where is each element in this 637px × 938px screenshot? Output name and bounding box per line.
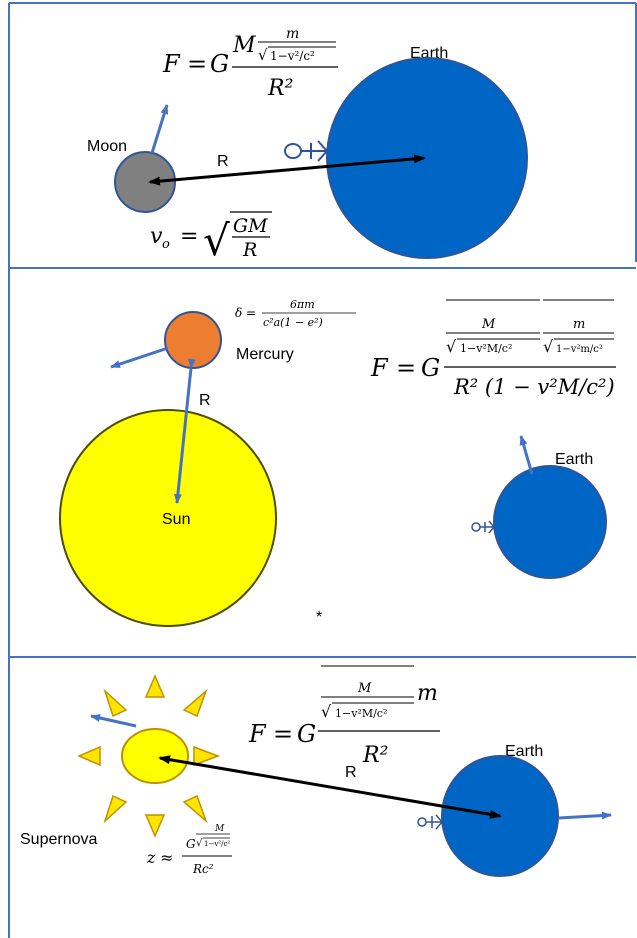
formula3-den: R²	[362, 743, 388, 768]
panel-frame	[8, 2, 637, 938]
supernova-label: Supernova	[20, 831, 97, 848]
formula3-root-body: 1−v²M/c²	[335, 707, 387, 720]
formula2-root-m: √	[543, 337, 554, 356]
delta-num: 6πm	[290, 298, 315, 311]
formula3-M: M	[357, 681, 372, 696]
earth-circle	[326, 57, 528, 259]
formula2-den: R² (1 − v²M/c²)	[453, 375, 615, 399]
formula2-eq: =	[396, 354, 416, 382]
formula-force-2: F = G M √ 1−v²M/c² m √ 1−v²m/c² R² (1 − …	[370, 299, 616, 399]
z-root: √	[196, 838, 203, 849]
formula3-m: m	[417, 681, 438, 706]
formula2-m: m	[573, 317, 585, 332]
observer-figure-3	[417, 814, 443, 830]
moon-label: Moon	[87, 138, 127, 155]
delta-eq: =	[246, 306, 256, 320]
z-root-body: 1−v²/c²	[204, 840, 230, 848]
delta-den: c²a(1 − e²)	[263, 316, 323, 329]
formula2-G: G	[421, 354, 440, 382]
earth-label-3: Earth	[505, 743, 543, 760]
z-den: Rc²	[192, 862, 214, 876]
vo-sub: o	[162, 237, 170, 252]
vo-lhs: v	[150, 224, 163, 249]
earth-circle-2	[493, 465, 607, 579]
supernova-core	[121, 728, 189, 784]
formula3-eq: =	[273, 720, 293, 748]
formula-redshift: z ≈ G M √ 1−v²/c² Rc²	[146, 824, 232, 876]
mercury-velocity-arrow	[110, 346, 169, 369]
distance-arrow-1	[148, 154, 426, 186]
formula-perihelion: δ = 6πm c²a(1 − e²)	[235, 298, 356, 329]
panel-sun-mercury: Mercury δ = 6πm c²a(1 − e²) Sun R F = G …	[59, 298, 616, 627]
formula2-lhs: F	[370, 354, 389, 382]
distance-label-3: R	[345, 764, 357, 781]
formula3-root: √	[321, 702, 332, 721]
z-G: G	[186, 837, 196, 851]
vo-num: GM	[233, 215, 268, 237]
formula-force-1: F = G M m √ 1−v²/c² R²	[162, 26, 338, 101]
vo-eq: =	[180, 224, 198, 249]
earth-velocity-arrow-3	[558, 811, 612, 820]
delta-lhs: δ	[235, 306, 242, 320]
supernova-velocity-arrow	[90, 714, 137, 728]
observer-figure	[284, 140, 328, 162]
observer-figure-2	[471, 520, 495, 534]
formula2-root-M: √	[446, 337, 457, 356]
formula3-lhs: F	[248, 720, 267, 748]
moon-velocity-arrow	[150, 104, 169, 154]
panel-earth-moon: F = G M m √ 1−v²/c² R² Earth Moon R	[87, 26, 528, 265]
distance-label-1: R	[217, 153, 229, 170]
formula-eq: =	[187, 50, 207, 78]
distance-arrow-2	[173, 358, 196, 504]
formula2-root-M-body: 1−v²M/c²	[460, 342, 512, 355]
formula2-root-m-body: 1−v²m/c²	[556, 344, 603, 355]
panel-supernova: Supernova F = G M √ 1−v²M/c² m R² Earth	[20, 665, 612, 877]
sun-circle	[59, 409, 277, 627]
formula-G: G	[210, 50, 229, 78]
formula-root-body: 1−v²/c²	[270, 49, 315, 63]
distance-arrow-3	[158, 755, 502, 819]
formula3-G: G	[297, 720, 316, 748]
vo-root: √	[203, 216, 230, 265]
formula-lhs: F	[162, 50, 181, 78]
formula-force-3: F = G M √ 1−v²M/c² m R²	[248, 665, 440, 768]
stray-dot: *	[316, 609, 322, 626]
formula-root: √	[258, 46, 268, 64]
formula-den: R²	[267, 76, 293, 101]
earth-label-2: Earth	[555, 451, 593, 468]
z-lhs: z	[146, 848, 156, 867]
z-approx: ≈	[160, 848, 173, 867]
earth-velocity-arrow-2	[519, 435, 534, 475]
mercury-circle	[164, 311, 222, 369]
vo-den: R	[242, 239, 257, 261]
distance-label-2: R	[199, 392, 211, 409]
sun-label: Sun	[162, 511, 190, 528]
z-M: M	[214, 824, 225, 834]
formula-m: m	[286, 26, 299, 42]
formula2-M: M	[481, 317, 496, 332]
formula-orbital-speed: v o = √ GM R	[150, 211, 272, 265]
formula-M: M	[232, 33, 256, 58]
mercury-label: Mercury	[236, 346, 294, 363]
